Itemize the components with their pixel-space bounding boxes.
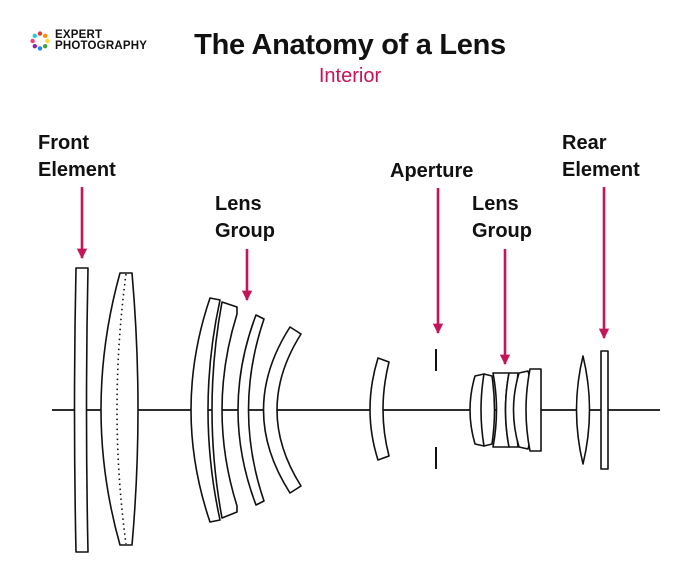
brand-line-2: PHOTOGRAPHY <box>55 40 148 52</box>
brand-line-1: EXPERT <box>55 29 103 41</box>
label-lens-group-2: Lens Group <box>472 193 532 242</box>
rear-biconvex-lens <box>575 355 591 465</box>
label-lens-group-1: Lens Group <box>215 193 275 242</box>
label-aperture: Aperture <box>390 160 474 182</box>
lens-group-1-element-2 <box>211 301 238 519</box>
expert-photography-logo: EXPERT PHOTOGRAPHY <box>30 29 148 52</box>
aperture-logo-icon <box>30 31 50 51</box>
rear-element-lens <box>600 350 609 470</box>
label-front-element: Front Element <box>38 132 116 181</box>
lens-cement-line <box>116 273 127 545</box>
middle-lens-element <box>369 357 390 461</box>
lens-group-1-element-3 <box>237 314 265 506</box>
lens-group-1-element-4 <box>262 326 302 494</box>
lens-group-2-element-2 <box>480 373 496 447</box>
lens-group-2-element-6 <box>525 368 542 452</box>
header: The Anatomy of a Lens Interior <box>0 28 700 88</box>
label-rear-element: Rear Element <box>562 132 640 181</box>
pointer-arrows <box>76 187 610 366</box>
front-group-lens-2 <box>100 272 139 546</box>
front-element-lens <box>73 267 89 553</box>
brand-wordmark: EXPERT PHOTOGRAPHY <box>55 29 148 52</box>
page-title: The Anatomy of a Lens <box>194 29 506 61</box>
lens-group-1-element-1 <box>190 297 221 523</box>
page-subtitle: Interior <box>318 65 382 87</box>
